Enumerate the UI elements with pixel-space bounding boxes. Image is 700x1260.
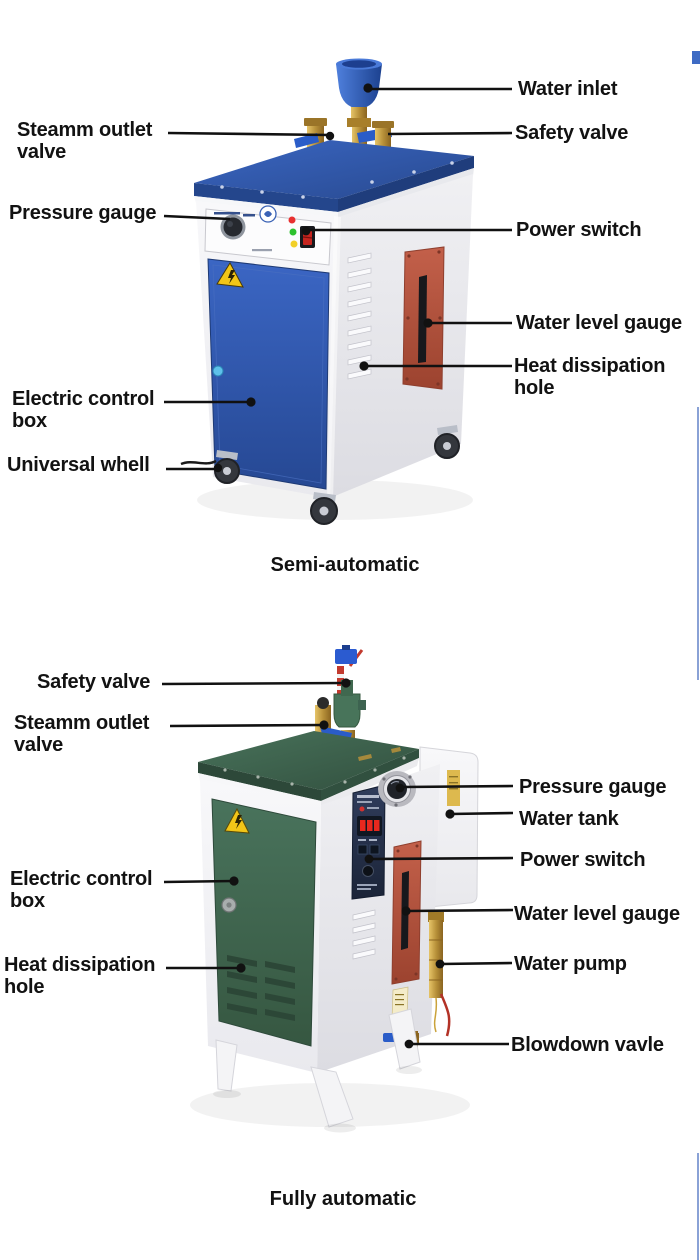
panel-button[interactable] <box>369 844 380 855</box>
label-water-inlet: Water inlet <box>518 78 618 100</box>
leader-steamm-outlet-valve <box>167 131 331 137</box>
caster-wheels <box>214 425 460 525</box>
edge-bar <box>692 51 700 64</box>
label-pressure-gauge-2: Pressure gauge <box>519 776 667 798</box>
edge-line-top <box>697 407 699 680</box>
label-power-switch: Power switch <box>516 219 642 241</box>
pressure-gauge-dial <box>220 214 246 240</box>
label-water-pump: Water pump <box>514 953 627 975</box>
leader-safety-valve <box>387 131 513 136</box>
label-water-tank: Water tank <box>519 808 619 830</box>
machine-semi-automatic <box>180 58 474 525</box>
caption-semi-automatic: Semi-automatic <box>270 554 420 576</box>
leader-power-switch-2 <box>369 856 514 861</box>
label-steamm-outlet-valve: Steamm outlet valve <box>17 119 153 163</box>
label-safety-valve-2: Safety valve <box>37 671 151 693</box>
leader-water-level-gauge-2 <box>406 908 514 913</box>
label-water-level-gauge-2: Water level gauge <box>514 903 680 925</box>
panel-button[interactable] <box>357 844 368 855</box>
page-edge-artifacts <box>692 51 700 1260</box>
label-water-level-gauge: Water level gauge <box>516 312 682 334</box>
power-cord <box>180 459 217 466</box>
label-heat-dissipation-hole-2: Heat dissipation hole <box>4 954 156 998</box>
electric-control-box-door <box>211 798 317 1047</box>
model-text <box>252 249 272 252</box>
water-level-gauge-panel <box>402 246 445 390</box>
leader-steamm-outlet-valve-2 <box>169 723 324 728</box>
leader-pressure-gauge <box>163 214 231 221</box>
electric-control-box-door <box>207 258 330 490</box>
control-panel <box>351 784 386 900</box>
heat-dissipation-louvers <box>347 252 372 380</box>
caption-fully-automatic: Fully automatic <box>269 1188 417 1210</box>
leader-water-pump <box>440 961 513 966</box>
side-face <box>317 764 440 1073</box>
door-louvers <box>227 955 295 1021</box>
leader-pressure-gauge-2 <box>402 784 514 789</box>
indicator-led-yellow <box>290 240 298 248</box>
brand-logo <box>259 205 277 223</box>
label-electric-control-box: Electric control box <box>12 388 155 432</box>
door-lock[interactable] <box>212 365 224 377</box>
label-safety-valve: Safety valve <box>515 122 629 144</box>
label-steamm-outlet-valve-2: Steamm outlet valve <box>14 712 150 756</box>
power-switch-toggle[interactable] <box>362 865 374 877</box>
label-pressure-gauge: Pressure gauge <box>9 202 157 224</box>
leader-water-tank <box>449 811 514 816</box>
label-universal-whell: Universal whell <box>7 454 150 476</box>
indicator-led-red <box>288 216 296 224</box>
leader-safety-valve-2 <box>161 681 346 686</box>
machine-legs <box>215 1008 421 1128</box>
label-power-switch-2: Power switch <box>520 849 646 871</box>
machine-fully-automatic <box>190 645 479 1133</box>
heat-dissipation-louvers-side <box>352 909 376 960</box>
label-heat-dissipation-hole: Heat dissipation hole <box>514 355 666 399</box>
corner-highlight <box>327 216 341 499</box>
label-electric-control-box-2: Electric control box <box>10 868 153 912</box>
leader-electric-control-box-2 <box>163 879 234 884</box>
warning-triangle-icon <box>216 262 244 288</box>
leader-lines <box>161 83 514 1049</box>
indicator-led-green <box>289 228 297 236</box>
control-panel <box>204 205 332 266</box>
label-blowdown-vavle: Blowdown vavle <box>511 1034 664 1056</box>
warning-triangle-icon <box>224 807 250 834</box>
edge-line-bottom <box>697 1153 699 1260</box>
